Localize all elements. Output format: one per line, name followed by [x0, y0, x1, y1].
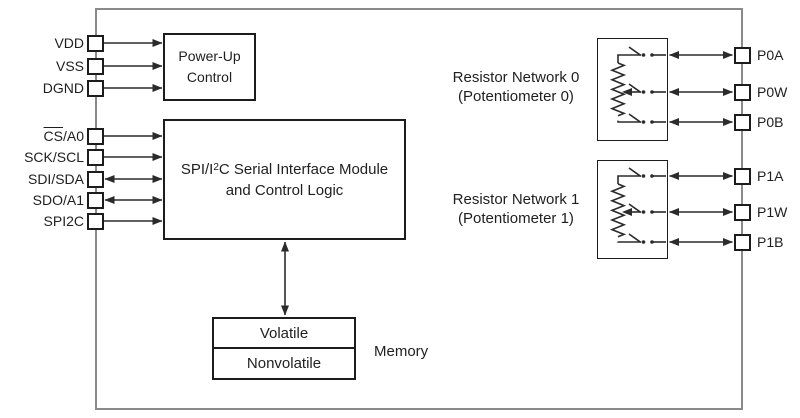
block-memory: Volatile Nonvolatile [212, 317, 356, 380]
pin-square-p1a [734, 167, 751, 185]
pin-square-p1b [734, 233, 751, 251]
resistor-network-0-line1: Resistor Network 0 [452, 69, 580, 86]
block-resistor-network-1 [597, 160, 668, 259]
pin-square-p0w [734, 83, 751, 101]
pin-label-spi2c: SPI2C [43, 213, 84, 229]
resistor-network-1-line1: Resistor Network 1 [452, 191, 580, 208]
pin-label-dgnd: DGND [42, 80, 84, 96]
pin-label-cs-a0: CS/A0 [43, 128, 84, 144]
pin-label-p0b: P0B [757, 114, 784, 130]
pin-square-sck-scl [87, 148, 104, 166]
pin-label-sdi-sda: SDI/SDA [27, 171, 84, 187]
pin-square-sdo-a1 [87, 191, 104, 209]
block-resistor-network-0 [597, 38, 668, 141]
resistor-network-0-line2: (Potentiometer 0) [458, 88, 574, 105]
pin-label-sdo-a1: SDO/A1 [32, 192, 84, 208]
pin-square-vss [87, 57, 104, 75]
pin-square-spi2c [87, 212, 104, 230]
power-up-label-line2: Control [186, 69, 233, 85]
block-power-up-control: Power-Up Control [163, 33, 256, 101]
memory-row-nonvolatile: Nonvolatile [214, 347, 354, 378]
pin-square-vdd [87, 34, 104, 52]
cs-overline: CS [43, 128, 63, 144]
serial-interface-label-line2: and Control Logic [225, 181, 344, 199]
pin-square-p0a [734, 46, 751, 64]
power-up-label-line1: Power-Up [178, 48, 241, 64]
pin-square-dgnd [87, 79, 104, 97]
resistor-network-1-line2: (Potentiometer 1) [458, 210, 574, 227]
block-serial-interface: SPI/I2C Serial Interface Module and Cont… [163, 119, 406, 240]
serial-interface-label-line1: SPI/I2C Serial Interface Module [180, 160, 389, 178]
memory-side-label: Memory [374, 343, 429, 360]
pin-label-vdd: VDD [54, 35, 84, 51]
label-resistor-network-1: Resistor Network 1 (Potentiometer 1) [440, 190, 592, 228]
pin-square-p0b [734, 113, 751, 131]
pin-label-p1w: P1W [757, 204, 788, 220]
pin-label-vss: VSS [55, 58, 84, 74]
pin-square-p1w [734, 203, 751, 221]
pin-square-cs-a0 [87, 127, 104, 145]
pin-label-sck-scl: SCK/SCL [24, 149, 84, 165]
label-resistor-network-0: Resistor Network 0 (Potentiometer 0) [440, 68, 592, 106]
pin-label-p0w: P0W [757, 84, 788, 100]
memory-row-volatile: Volatile [214, 319, 354, 347]
pin-square-sdi-sda [87, 170, 104, 188]
pin-label-p1b: P1B [757, 234, 784, 250]
superscript-2: 2 [213, 161, 219, 173]
pin-label-p0a: P0A [757, 47, 784, 63]
pin-label-p1a: P1A [757, 168, 784, 184]
